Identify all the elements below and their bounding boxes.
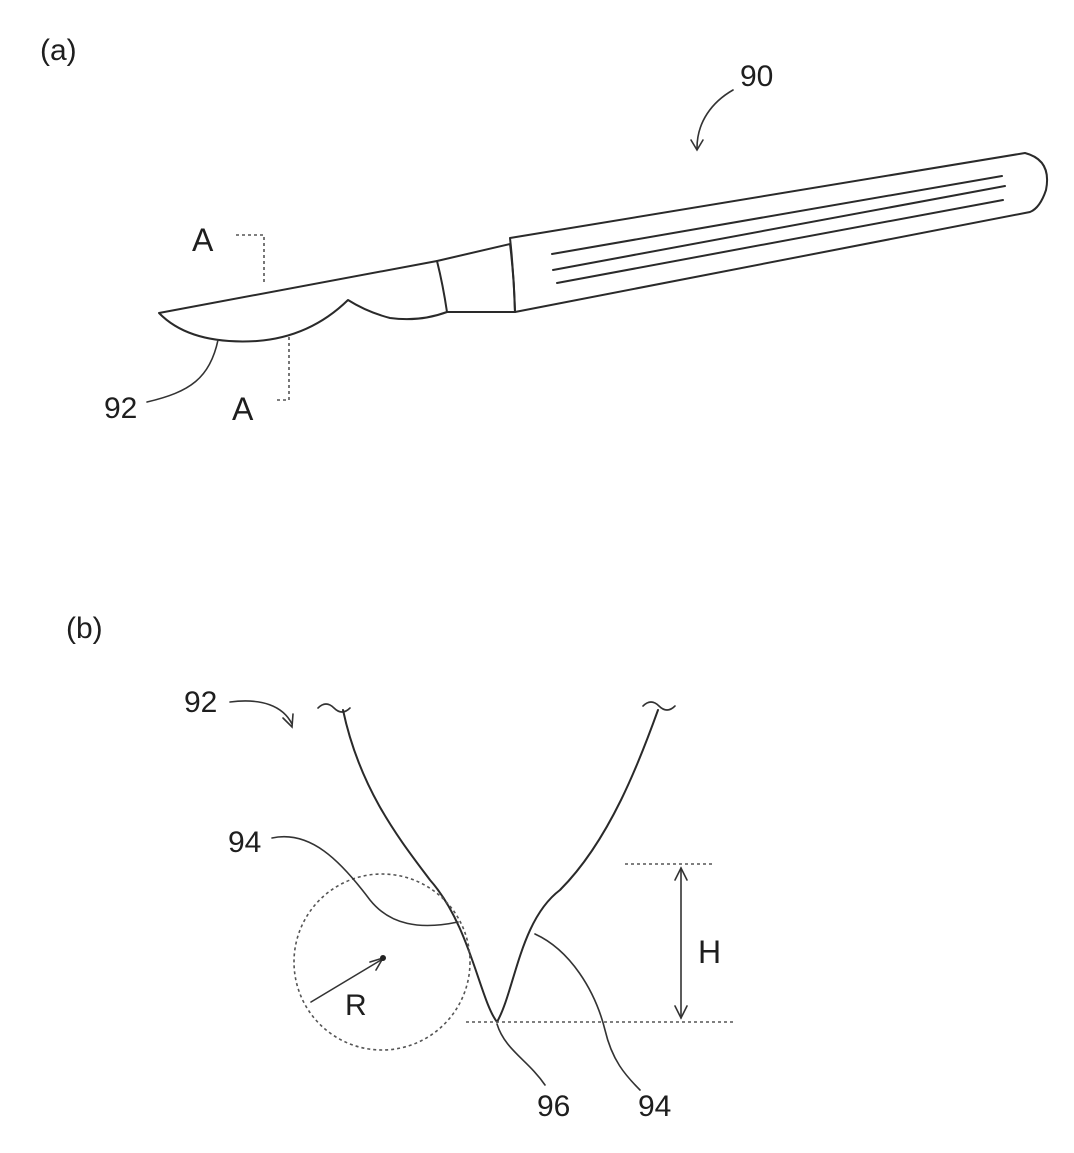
ref-92-b-leader [230,701,292,724]
ref-90-label: 90 [740,60,773,93]
handle-groove-2 [553,186,1005,270]
break-mark-right [643,702,675,710]
ref-94-right-leader [535,934,640,1090]
blade-cross-section [343,710,658,1022]
ref-92-b-label: 92 [184,686,217,719]
dim-h-label: H [698,934,721,970]
ref-92-leader [147,340,218,402]
scalpel-blade [159,261,447,341]
section-line-top [236,235,264,282]
scalpel-handle [510,153,1047,312]
panel-b-label: (b) [66,612,103,645]
section-line-bottom [275,337,289,400]
section-a-bottom: A [232,391,254,427]
blade-ferrule [437,244,515,312]
ref-96-leader [497,1024,545,1085]
ref-90-leader [697,90,733,148]
panel-b: (b) 92 H R 94 96 94 [66,612,733,1123]
ref-94-left-label: 94 [228,826,261,859]
dim-r-label: R [345,989,367,1022]
radius-circle [294,874,470,1050]
break-mark-left [318,704,350,712]
ref-96-label: 96 [537,1090,570,1123]
circle-center [380,955,386,961]
ref-94-right-label: 94 [638,1090,671,1123]
panel-a: (a) 90 A A 92 [40,34,1047,427]
panel-a-label: (a) [40,34,77,67]
section-a-top: A [192,222,214,258]
ref-92-label: 92 [104,392,137,425]
ref-92-b-arrowhead [283,714,293,727]
